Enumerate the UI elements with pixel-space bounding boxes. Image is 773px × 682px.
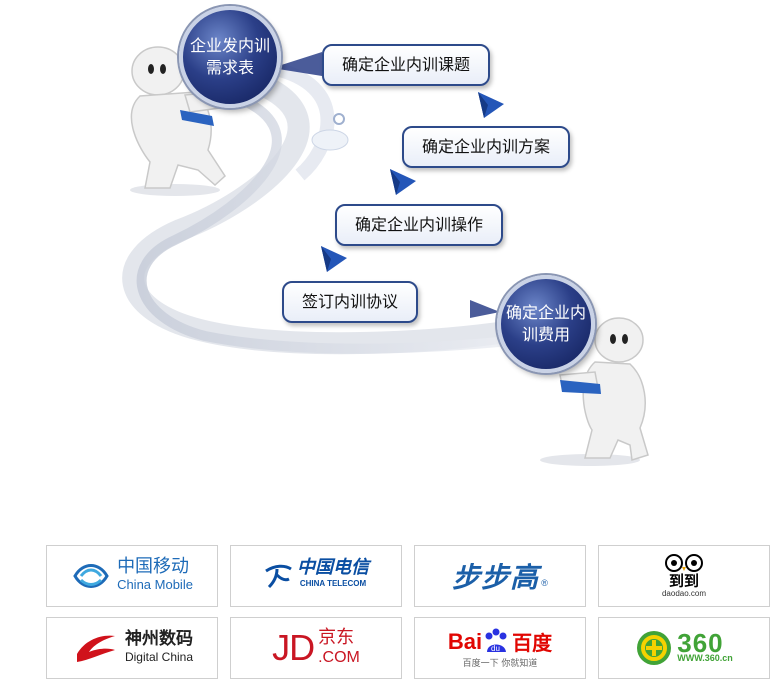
logo-bbk: 步步高 ® — [414, 545, 586, 607]
step-4: 签订内训协议 — [282, 281, 419, 323]
logo-daodao: 到到 daodao.com — [598, 545, 770, 607]
decorative-swoosh — [122, 46, 649, 466]
owl-icon — [665, 554, 703, 572]
jd-cn: 京东 — [318, 627, 355, 648]
process-diagram: 企业发内训需求表 确定企业内训课题 确定企业内训方案 确定企业内训操作 签订内训… — [122, 6, 649, 466]
china-telecom-icon — [265, 564, 292, 589]
arrow-down-icon — [321, 246, 347, 272]
360-url: WWW.360.cn — [677, 653, 733, 663]
baidu-bai: Bai — [447, 628, 483, 654]
digital-china-icon — [76, 635, 115, 662]
figure-right — [559, 317, 649, 461]
360-name: 360 — [677, 628, 724, 658]
step-4-label: 签订内训协议 — [302, 292, 399, 311]
daodao-en: daodao.com — [661, 589, 707, 598]
logo-jd: JD 京东 .COM — [230, 617, 402, 679]
jd-com: .COM — [318, 649, 360, 666]
end-orb: 确定企业内训费用 — [497, 275, 595, 373]
step-2-label: 确定企业内训方案 — [422, 137, 551, 156]
step-1-label: 确定企业内训课题 — [342, 55, 471, 74]
digital-china-en: Digital China — [124, 650, 194, 664]
360-icon — [637, 631, 672, 665]
end-orb-label: 确定企业内训费用 — [505, 303, 586, 344]
start-orb: 企业发内训需求表 — [179, 6, 281, 108]
arrow-down-icon — [478, 92, 504, 118]
digital-china-cn: 神州数码 — [124, 629, 193, 649]
daodao-cn: 到到 — [668, 572, 699, 590]
jd-mark: JD — [272, 627, 315, 668]
arrow-down-icon — [390, 169, 416, 195]
figure-left — [130, 46, 226, 189]
china-mobile-cn: 中国移动 — [117, 556, 190, 577]
step-3-label: 确定企业内训操作 — [355, 215, 484, 234]
logo-baidu: Bai du 百度 百度一下 你就知道 — [414, 617, 586, 679]
china-telecom-en: CHINA TELECOM — [299, 579, 367, 588]
china-telecom-cn: 中国电信 — [297, 557, 369, 578]
logo-china-mobile: 中国移动 China Mobile — [46, 545, 218, 607]
svg-text:du: du — [491, 644, 500, 653]
logo-digital-china: 神州数码 Digital China — [46, 617, 218, 679]
baidu-cn: 百度 — [512, 631, 553, 655]
china-mobile-icon — [73, 564, 109, 588]
baidu-paw-icon: du — [485, 628, 507, 653]
step-3: 确定企业内训操作 — [335, 204, 504, 246]
baidu-tagline: 百度一下 你就知道 — [462, 659, 538, 669]
bbk-reg: ® — [541, 578, 548, 588]
logo-china-telecom: 中国电信 CHINA TELECOM — [230, 545, 402, 607]
china-mobile-en: China Mobile — [117, 577, 193, 592]
start-orb-label: 企业发内训需求表 — [189, 36, 270, 77]
step-1: 确定企业内训课题 — [322, 44, 491, 86]
step-2: 确定企业内训方案 — [402, 126, 571, 168]
bbk-cn: 步步高 — [452, 561, 540, 594]
logo-360: 360 WWW.360.cn — [598, 617, 770, 679]
